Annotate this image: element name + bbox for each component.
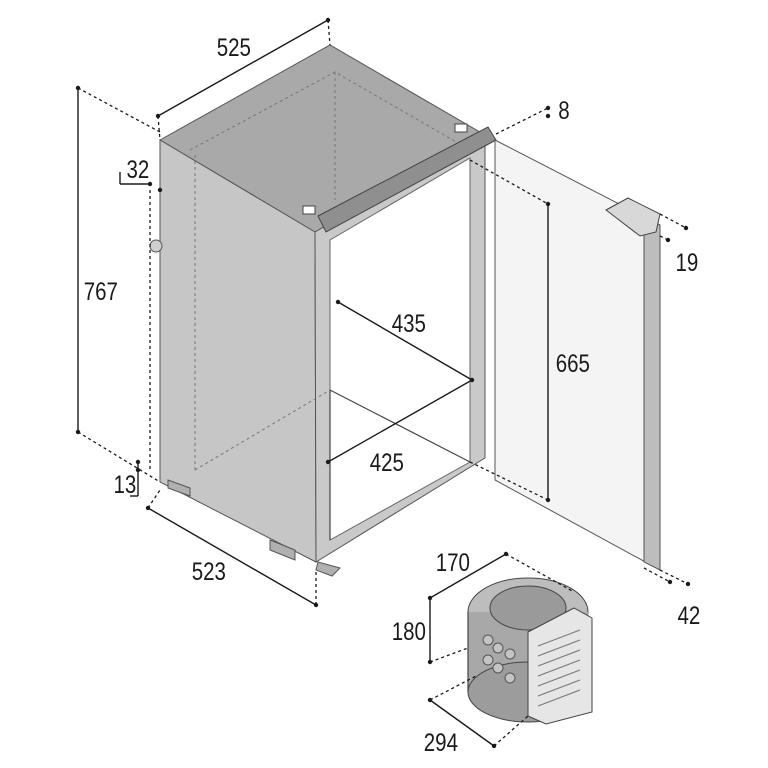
foot-front xyxy=(315,561,341,577)
label-door-gap: 8 xyxy=(558,96,569,124)
label-compressor-height: 180 xyxy=(392,617,426,645)
door-edge xyxy=(643,217,661,571)
dimension-lines xyxy=(75,17,691,749)
label-handle-depth: 19 xyxy=(676,248,699,276)
compressor-top-plate xyxy=(489,585,567,631)
label-interior-depth: 425 xyxy=(370,448,404,476)
label-interior-height: 665 xyxy=(556,349,590,377)
label-foot: 13 xyxy=(114,470,137,498)
foot-left xyxy=(167,479,191,497)
foot-right xyxy=(269,539,296,561)
label-door-thickness: 42 xyxy=(678,601,701,629)
label-compressor-width: 170 xyxy=(436,548,470,576)
dimension-labels: 525 8 32 767 19 665 435 425 13 523 42 17… xyxy=(84,33,701,756)
fan-grille xyxy=(527,607,593,725)
door xyxy=(494,139,661,571)
label-depth: 523 xyxy=(192,557,226,585)
compressor-unit xyxy=(467,577,593,725)
label-height: 767 xyxy=(84,277,118,305)
label-flange: 32 xyxy=(127,155,150,183)
cabinet xyxy=(149,44,497,577)
label-interior-width: 435 xyxy=(392,309,426,337)
door-handle xyxy=(605,197,661,237)
label-compressor-length: 294 xyxy=(424,728,458,756)
label-top-width: 525 xyxy=(217,33,251,61)
